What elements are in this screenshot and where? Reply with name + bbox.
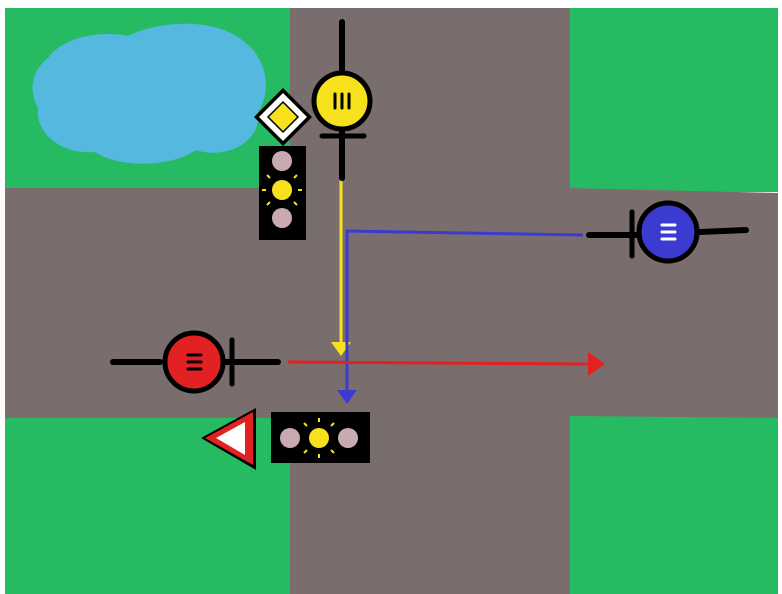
path-blue-arrowhead bbox=[337, 390, 357, 404]
lamp-off bbox=[272, 208, 292, 228]
lamp-yellow-lit bbox=[272, 180, 292, 200]
path-blue-line bbox=[345, 229, 584, 390]
yield-sign-center bbox=[216, 422, 245, 455]
vehicle-marking bbox=[660, 223, 677, 241]
lamp-off bbox=[280, 428, 300, 448]
lamp-yellow-lit bbox=[309, 428, 329, 448]
traffic-light-south-west bbox=[271, 412, 370, 463]
priority-road-sign bbox=[254, 88, 312, 146]
lamp-glow bbox=[303, 418, 335, 458]
lamp-off bbox=[272, 151, 292, 171]
vehicle-blue bbox=[586, 200, 749, 264]
vehicle-yellow bbox=[311, 19, 373, 181]
traffic-light-north-west bbox=[259, 146, 306, 240]
yield-sign bbox=[201, 408, 256, 470]
lamp-off bbox=[338, 428, 358, 448]
path-blue bbox=[337, 229, 584, 404]
vehicle-axle bbox=[697, 227, 749, 235]
vehicle-marking bbox=[186, 353, 203, 371]
vehicle-red bbox=[110, 330, 281, 394]
path-red-line bbox=[287, 360, 591, 366]
path-red-arrowhead bbox=[588, 352, 605, 376]
lamp-glow bbox=[262, 174, 302, 206]
pond bbox=[32, 23, 266, 164]
path-red bbox=[287, 352, 605, 376]
grass-south-east bbox=[570, 416, 778, 594]
grass-north-east bbox=[568, 8, 778, 192]
vehicle-marking bbox=[333, 92, 351, 110]
priority-sign-center bbox=[266, 100, 300, 134]
